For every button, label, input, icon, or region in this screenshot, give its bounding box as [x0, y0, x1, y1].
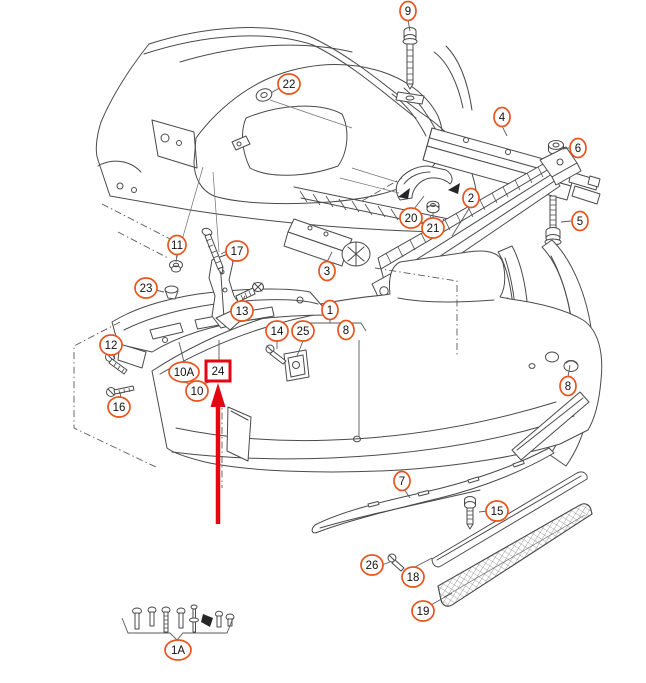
- bolt-9: [395, 27, 425, 105]
- callout-7[interactable]: 7: [393, 470, 411, 492]
- bolt-5: [544, 195, 562, 246]
- callout-1A[interactable]: 1A: [164, 639, 192, 661]
- callout-2[interactable]: 2: [462, 187, 480, 209]
- screw-26: [387, 553, 405, 572]
- parking-sensor-hole: [528, 363, 536, 369]
- direction-arrow-icon: [398, 188, 410, 199]
- bumper-cover-1: [151, 250, 603, 473]
- side-strip-right: [511, 391, 590, 461]
- callout-10A[interactable]: 10A: [168, 361, 200, 383]
- callout-18[interactable]: 18: [401, 566, 425, 588]
- callout-12[interactable]: 12: [99, 334, 123, 356]
- bolt-15: [464, 496, 476, 530]
- buffer-23: [164, 285, 179, 300]
- callout-10[interactable]: 10: [185, 380, 209, 402]
- screw-16: [106, 385, 135, 397]
- svg-text:1: 1: [327, 305, 333, 317]
- svg-text:21: 21: [427, 223, 440, 235]
- callout-9[interactable]: 9: [399, 0, 417, 22]
- svg-text:22: 22: [283, 79, 296, 91]
- crash-box-3: [283, 218, 371, 267]
- svg-text:12: 12: [105, 340, 118, 352]
- highlight-box-24[interactable]: 24: [204, 359, 232, 383]
- callout-26[interactable]: 26: [360, 554, 384, 576]
- screw-14: [265, 344, 287, 365]
- grommet-11: [169, 260, 183, 273]
- tow-eye-cover-8: [563, 360, 579, 372]
- callout-25[interactable]: 25: [291, 320, 315, 342]
- callout-8-right[interactable]: 8: [559, 375, 577, 397]
- svg-text:10: 10: [191, 386, 204, 398]
- svg-text:6: 6: [575, 143, 581, 155]
- fastener-kit-1a: [121, 604, 235, 641]
- callout-4[interactable]: 4: [493, 106, 511, 128]
- callout-6[interactable]: 6: [569, 137, 587, 159]
- svg-text:11: 11: [171, 240, 183, 252]
- svg-text:10A: 10A: [174, 367, 195, 379]
- callout-20[interactable]: 20: [399, 207, 423, 229]
- callout-16[interactable]: 16: [107, 396, 131, 418]
- svg-text:8: 8: [565, 381, 571, 393]
- bolt-17: [201, 227, 224, 275]
- svg-text:14: 14: [271, 326, 284, 338]
- callout-19[interactable]: 19: [411, 600, 435, 622]
- leader-lines: [111, 19, 572, 606]
- callout-11[interactable]: 11: [167, 234, 187, 256]
- side-strip-left: [226, 406, 252, 462]
- svg-text:9: 9: [405, 6, 411, 18]
- svg-text:8: 8: [343, 325, 349, 337]
- svg-text:7: 7: [399, 476, 405, 488]
- callout-21[interactable]: 21: [421, 217, 445, 239]
- car-body: [95, 27, 479, 234]
- svg-text:24: 24: [212, 366, 225, 378]
- callout-13[interactable]: 13: [230, 300, 254, 322]
- callout-8-center[interactable]: 8: [337, 319, 355, 341]
- svg-text:20: 20: [405, 213, 418, 225]
- license-plate-bracket-25: [283, 349, 310, 382]
- svg-text:23: 23: [140, 283, 153, 295]
- diffuser-7: [311, 447, 555, 534]
- svg-text:15: 15: [491, 506, 504, 518]
- svg-text:2: 2: [468, 193, 474, 205]
- callout-17[interactable]: 17: [225, 240, 249, 262]
- svg-text:13: 13: [236, 306, 249, 318]
- direction-arrow-icon: [448, 183, 460, 194]
- bolt-13: [235, 282, 264, 303]
- svg-text:4: 4: [499, 112, 506, 124]
- svg-text:3: 3: [324, 266, 330, 278]
- svg-text:19: 19: [417, 606, 430, 618]
- svg-text:25: 25: [297, 326, 310, 338]
- svg-text:17: 17: [231, 246, 244, 258]
- nut-21: [426, 200, 440, 214]
- construction-lines: [73, 177, 458, 488]
- callout-5[interactable]: 5: [571, 210, 589, 232]
- grommet-22: [255, 88, 353, 129]
- callout-14[interactable]: 14: [265, 320, 289, 342]
- callout-3[interactable]: 3: [318, 260, 336, 282]
- callout-23[interactable]: 23: [134, 277, 158, 299]
- svg-text:5: 5: [577, 216, 583, 228]
- highlight-arrow: [210, 383, 226, 524]
- mesh-grille-19: [437, 503, 593, 607]
- callout-15[interactable]: 15: [485, 500, 509, 522]
- bracket-20: [339, 165, 460, 201]
- parking-sensor-hole: [353, 435, 361, 443]
- svg-text:26: 26: [366, 560, 379, 572]
- callout-1[interactable]: 1: [321, 299, 339, 321]
- svg-text:1A: 1A: [171, 645, 185, 657]
- callout-22[interactable]: 22: [277, 73, 301, 95]
- tow-eye-opening: [545, 351, 559, 363]
- trim-strip-18: [431, 471, 588, 568]
- svg-text:16: 16: [113, 402, 126, 414]
- svg-text:18: 18: [407, 572, 420, 584]
